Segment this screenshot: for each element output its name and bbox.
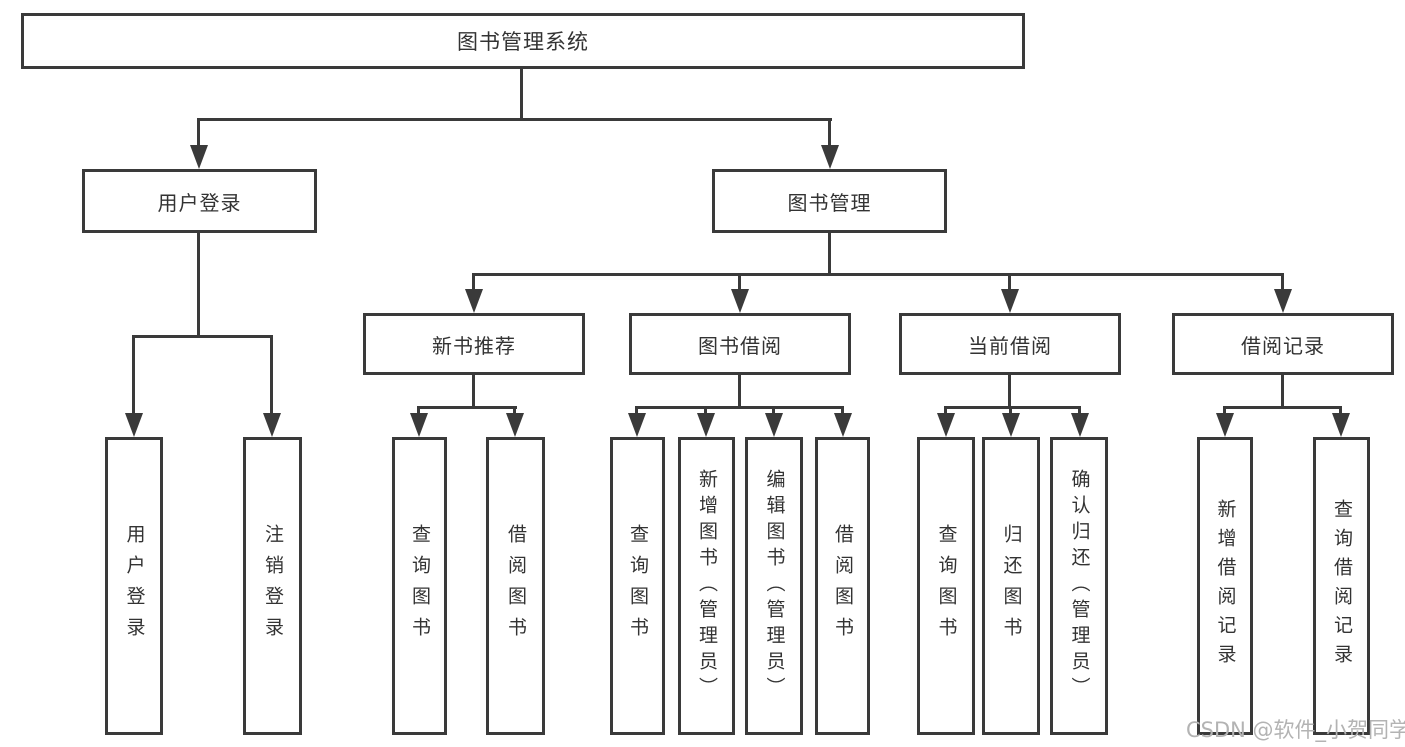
leaf-query-books-current: 查询图书 xyxy=(917,437,975,735)
node-book-management: 图书管理 xyxy=(712,169,947,233)
connector xyxy=(944,406,1081,409)
leaf-label: 编辑图书（管理员） xyxy=(763,469,786,703)
node-book-borrowing: 图书借阅 xyxy=(629,313,851,375)
arrowhead-icon xyxy=(834,413,852,437)
arrowhead-icon xyxy=(697,413,715,437)
connector xyxy=(472,273,475,291)
connector xyxy=(270,335,273,415)
leaf-query-books-recommend: 查询图书 xyxy=(392,437,447,735)
connector xyxy=(738,273,741,291)
leaf-label: 注销登录 xyxy=(262,524,284,648)
connector xyxy=(1339,406,1342,416)
arrowhead-icon xyxy=(1001,289,1019,313)
node-user-login: 用户登录 xyxy=(82,169,317,233)
connector xyxy=(417,406,517,409)
node-borrowing-records: 借阅记录 xyxy=(1172,313,1394,375)
connector xyxy=(841,406,844,416)
leaf-query-borrow-record: 查询借阅记录 xyxy=(1313,437,1370,735)
leaf-label: 查询图书 xyxy=(409,524,431,648)
connector xyxy=(1223,406,1226,416)
connector xyxy=(944,406,947,416)
leaf-user-login: 用户登录 xyxy=(105,437,163,735)
connector xyxy=(1008,375,1011,408)
arrowhead-icon xyxy=(1274,289,1292,313)
arrowhead-icon xyxy=(1071,413,1089,437)
leaf-logout: 注销登录 xyxy=(243,437,302,735)
leaf-borrow-books-recommend: 借阅图书 xyxy=(486,437,545,735)
leaf-label: 借阅图书 xyxy=(832,524,854,648)
leaf-label: 新增图书（管理员） xyxy=(696,469,718,703)
leaf-confirm-return-admin: 确认归还（管理员） xyxy=(1050,437,1108,735)
leaf-label: 确认归还（管理员） xyxy=(1068,469,1091,703)
arrowhead-icon xyxy=(506,413,524,437)
leaf-add-books-admin: 新增图书（管理员） xyxy=(678,437,735,735)
leaf-label: 查询借阅记录 xyxy=(1331,499,1353,673)
connector xyxy=(828,118,831,148)
connector xyxy=(1009,406,1012,416)
connector xyxy=(513,406,516,416)
connector xyxy=(1008,273,1011,291)
arrowhead-icon xyxy=(821,145,839,169)
leaf-borrow-books: 借阅图书 xyxy=(815,437,870,735)
arrowhead-icon xyxy=(1332,413,1350,437)
leaf-query-books-borrowing: 查询图书 xyxy=(610,437,665,735)
connector xyxy=(828,233,831,275)
leaf-add-borrow-record: 新增借阅记录 xyxy=(1197,437,1253,735)
arrowhead-icon xyxy=(465,289,483,313)
connector xyxy=(704,406,707,416)
leaf-label: 借阅图书 xyxy=(505,524,527,648)
connector xyxy=(1281,375,1284,408)
arrowhead-icon xyxy=(1002,413,1020,437)
connector xyxy=(635,406,638,416)
connector xyxy=(1078,406,1081,416)
arrowhead-icon xyxy=(937,413,955,437)
leaf-label: 用户登录 xyxy=(123,524,146,648)
leaf-edit-books-admin: 编辑图书（管理员） xyxy=(745,437,803,735)
csdn-watermark: CSDN @软件_小贺同学 xyxy=(1186,718,1405,742)
arrowhead-icon xyxy=(190,145,208,169)
arrowhead-icon xyxy=(765,413,783,437)
connector xyxy=(197,118,200,148)
connector xyxy=(738,375,741,408)
leaf-return-books: 归还图书 xyxy=(982,437,1040,735)
arrowhead-icon xyxy=(1216,413,1234,437)
connector xyxy=(417,406,420,416)
node-root-library-system: 图书管理系统 xyxy=(21,13,1025,69)
arrowhead-icon xyxy=(410,413,428,437)
leaf-label: 新增借阅记录 xyxy=(1214,499,1237,673)
connector xyxy=(132,335,273,338)
connector xyxy=(520,69,523,120)
node-current-borrowing: 当前借阅 xyxy=(899,313,1121,375)
connector xyxy=(1223,406,1342,409)
connector xyxy=(1281,273,1284,291)
arrowhead-icon xyxy=(628,413,646,437)
connector xyxy=(132,335,135,415)
leaf-label: 查询图书 xyxy=(627,524,649,648)
connector xyxy=(772,406,775,416)
arrowhead-icon xyxy=(731,289,749,313)
arrowhead-icon xyxy=(125,413,143,437)
connector xyxy=(472,375,475,408)
connector xyxy=(635,406,844,409)
arrowhead-icon xyxy=(263,413,281,437)
connector xyxy=(197,233,200,337)
leaf-label: 查询图书 xyxy=(935,524,958,648)
connector xyxy=(472,273,1284,276)
connector xyxy=(197,118,832,121)
node-new-book-recommend: 新书推荐 xyxy=(363,313,585,375)
leaf-label: 归还图书 xyxy=(1000,524,1023,648)
